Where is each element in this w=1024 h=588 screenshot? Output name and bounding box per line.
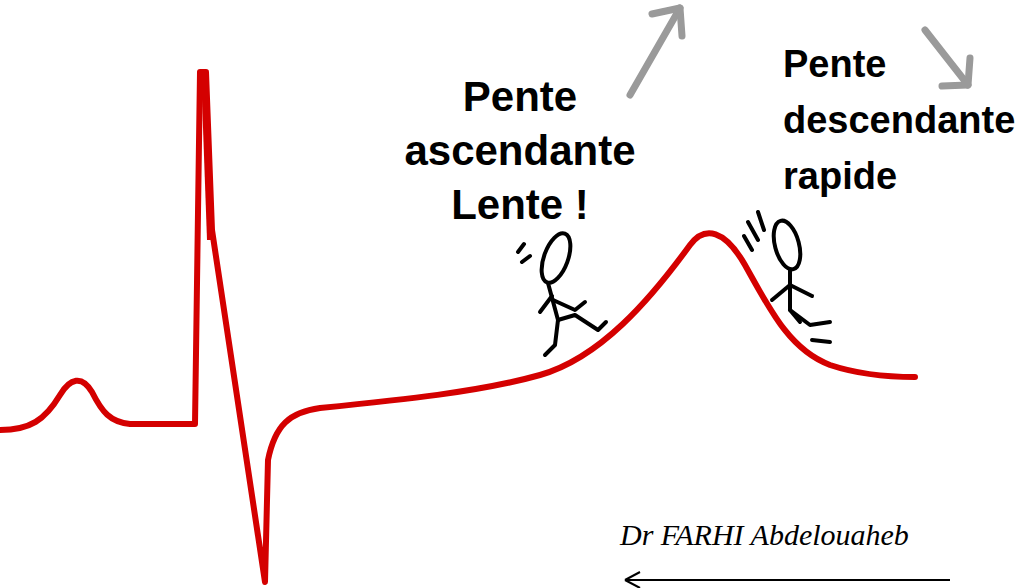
sliding-figure [744,212,830,342]
climbing-figure [518,229,606,355]
r-wave-line [203,72,209,240]
annotation-text: Pente ascendante Lente ! [385,70,655,232]
signature-underline [625,572,950,588]
annotation-text: Pente descendante rapide [783,36,1018,204]
signature: Dr FARHI Abdelouaheb [620,515,960,555]
